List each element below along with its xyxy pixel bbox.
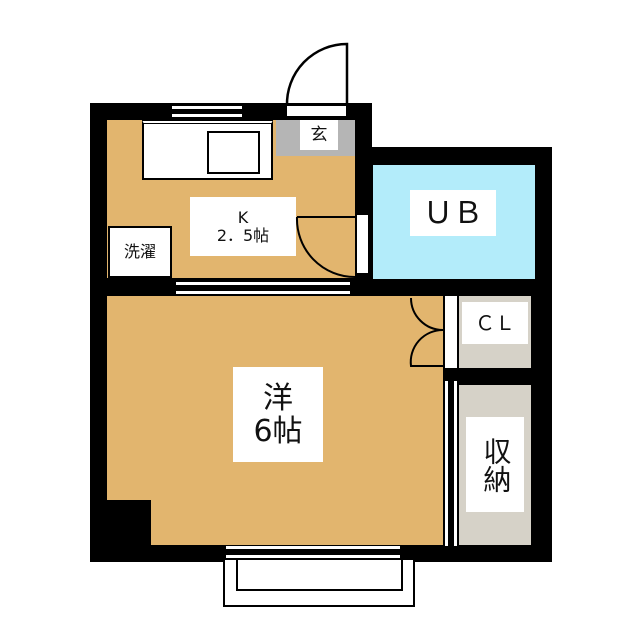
- entry-door-swing: [285, 42, 349, 107]
- closet-door-swing: [409, 297, 444, 367]
- kitchen-label: K 2．5帖: [190, 197, 296, 256]
- pillar: [107, 500, 151, 545]
- storage-name: 収納: [479, 436, 513, 493]
- balcony-inner: [236, 560, 403, 591]
- storage-sliding-door[interactable]: [445, 381, 457, 546]
- entry-door: [287, 106, 346, 116]
- balcony: [223, 560, 415, 607]
- unit-bath-label: ＵＢ: [410, 190, 496, 236]
- kitchen-size: 2．5帖: [216, 225, 270, 245]
- storage-label: 収納: [466, 417, 524, 512]
- sink: [207, 131, 260, 174]
- kitchen-name: K: [237, 207, 249, 227]
- western-room-name: 洋: [263, 380, 293, 416]
- bath-door: [357, 215, 368, 273]
- closet-door: [445, 296, 457, 368]
- western-room-label: 洋 6帖: [233, 367, 323, 462]
- closet-label: ＣＬ: [462, 302, 528, 344]
- sliding-door-kitchen[interactable]: [176, 282, 350, 294]
- entrance-label: 玄: [300, 120, 338, 150]
- laundry-space: 洗濯: [108, 226, 172, 278]
- balcony-window[interactable]: [226, 546, 400, 558]
- western-room-size: 6帖: [253, 413, 303, 449]
- bath-door-swing: [295, 216, 356, 278]
- kitchen-window: [172, 106, 242, 117]
